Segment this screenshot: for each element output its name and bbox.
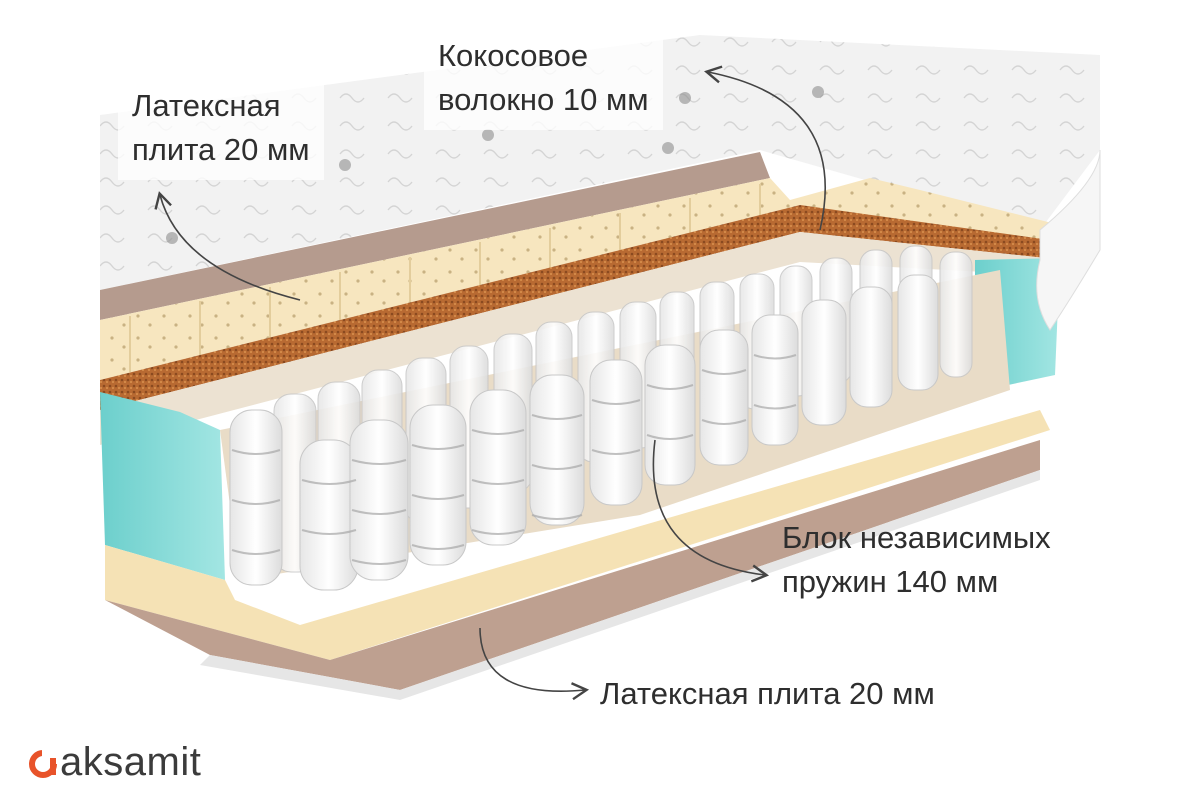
label-bottom-latex: Латексная плита 20 мм: [600, 676, 935, 711]
aksamit-logo-icon: [29, 749, 58, 778]
label-springs-line2: пружин 140 мм: [782, 564, 999, 599]
top-latex-plate: [100, 178, 1060, 380]
arrow-springs: [652, 439, 770, 583]
arrow-top-left: [154, 191, 301, 301]
cover-fabric-flap: [1036, 149, 1101, 331]
label-top-latex: Латексная плита 20 мм: [118, 80, 324, 180]
arrow-top-center: [704, 65, 827, 231]
left-foam-side: [100, 392, 225, 580]
label-springs-line1: Блок независимых: [782, 520, 1051, 555]
aksamit-logo: aksamit: [28, 740, 201, 785]
label-coconut: Кокосовое волокно 10 мм: [424, 30, 663, 130]
top-brown-layer: [100, 152, 770, 320]
pocket-springs-block: [229, 245, 973, 591]
arrow-bottom: [479, 627, 590, 701]
label-coconut-line1: Кокосовое: [438, 38, 589, 73]
label-coconut-line2: волокно 10 мм: [438, 82, 649, 117]
bottom-latex-plate: [105, 410, 1050, 660]
label-top-latex-line1: Латексная: [132, 88, 281, 123]
label-springs: Блок независимых пружин 140 мм: [782, 516, 1051, 604]
aksamit-logo-text: aksamit: [60, 740, 202, 784]
label-top-latex-line2: плита 20 мм: [132, 132, 310, 167]
